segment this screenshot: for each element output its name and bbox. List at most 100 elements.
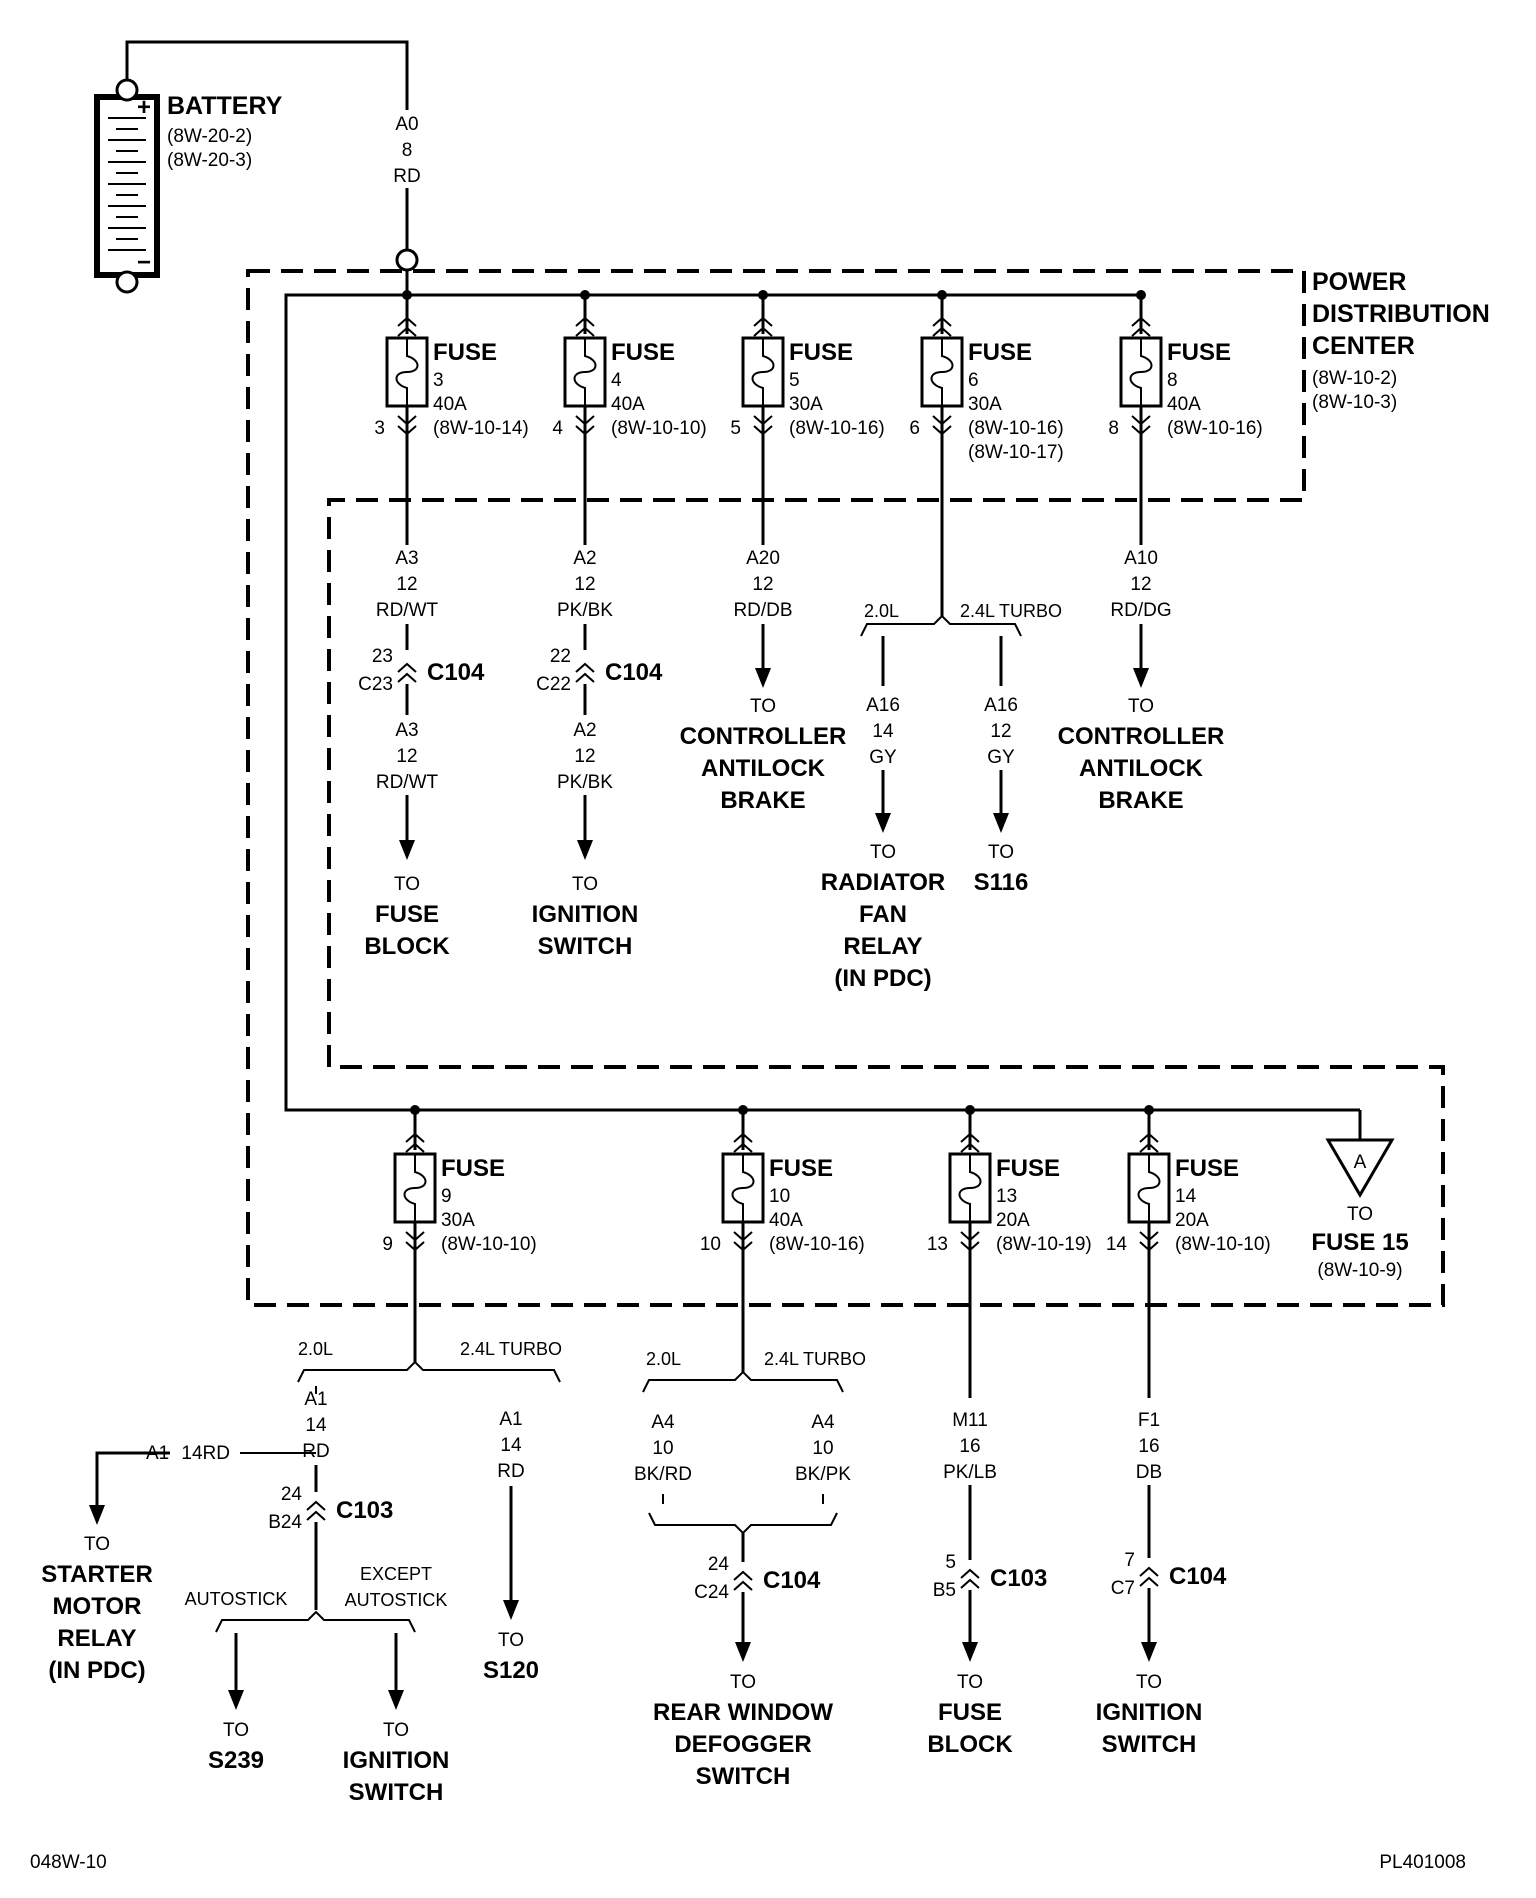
arrow-rear-window-defogger [735, 1642, 751, 1662]
arrow-ignition-switch [577, 840, 593, 860]
destination-to: TO [730, 1672, 756, 1693]
connector-name: C104 [1169, 1563, 1227, 1590]
fuse10-option-merge [648, 1512, 838, 1535]
arrow-s120 [503, 1600, 519, 1620]
fuse-input-chevron [932, 316, 952, 327]
fuse-rating: 30A [789, 394, 823, 415]
wire-a4-label: 10 [652, 1438, 673, 1459]
connector-name: C104 [605, 659, 663, 686]
fuse-label: FUSE [1167, 339, 1231, 366]
pdc-label: POWER [1312, 268, 1406, 296]
main-wire-label: A0 [395, 114, 418, 135]
fuse-number: 13 [996, 1186, 1017, 1207]
arrow-fuse-block [399, 840, 415, 860]
connector-name: C103 [336, 1497, 393, 1524]
option-2-0l: 2.0L [298, 1339, 333, 1359]
fuse-label: FUSE [611, 339, 675, 366]
connector-chevron [397, 672, 417, 683]
connector-cavity: C23 [358, 674, 393, 695]
wire-a16-label: A16 [866, 695, 900, 716]
fuse-reference: (8W-10-10) [441, 1234, 537, 1255]
fuse-pin: 8 [1108, 418, 1119, 439]
footer-left-code: 048W-10 [30, 1852, 107, 1873]
fuse-rating: 30A [441, 1210, 475, 1231]
destination-ignition-switch: SWITCH [349, 1779, 444, 1806]
wire-a4-label: A4 [651, 1412, 675, 1433]
destination-rear-window-defogger-switch: DEFOGGER [674, 1731, 811, 1758]
fuse-input-chevron [1131, 316, 1151, 327]
fuse-input-chevron [753, 316, 773, 327]
fuse-rating: 40A [1167, 394, 1201, 415]
fuse-pin: 10 [700, 1234, 721, 1255]
fuse-label: FUSE [433, 339, 497, 366]
fuse-input-chevron [405, 1142, 425, 1153]
fuse9-option-branch [297, 1360, 561, 1383]
arrow-controller-antilock-brake [755, 668, 771, 688]
destination-controller-antilock-brake: ANTILOCK [701, 755, 826, 782]
fuse-output-chevron [1131, 415, 1151, 426]
destination-ignition-switch: SWITCH [1102, 1731, 1197, 1758]
arrow-ignition-switch [1141, 1642, 1157, 1662]
fuse-reference: (8W-10-19) [996, 1234, 1092, 1255]
connector-cavity: C22 [536, 674, 571, 695]
fuse-reference: (8W-10-17) [968, 442, 1064, 463]
option-2-4l-turbo: 2.4L TURBO [960, 601, 1062, 621]
fuse-pin: 14 [1106, 1234, 1128, 1255]
fuse-input-chevron [575, 326, 595, 337]
destination-to: TO [394, 874, 420, 895]
connector-cavity: C24 [694, 1582, 729, 1603]
fuse-pin: 4 [552, 418, 563, 439]
destination-controller-antilock-brake: ANTILOCK [1079, 755, 1204, 782]
battery-positive-terminal [115, 78, 139, 102]
wire-a1-starter [95, 1451, 170, 1505]
wire-a1-label: RD [497, 1461, 524, 1482]
arrow-starter-motor-relay [89, 1505, 105, 1525]
destination-to: TO [870, 842, 896, 863]
fuse-output-chevron [960, 1231, 980, 1242]
battery-positive-cable [125, 40, 409, 110]
destination-starter-motor-relay: RELAY [57, 1625, 136, 1652]
destination-ignition-switch: SWITCH [538, 933, 633, 960]
arrow-fuse-block [962, 1642, 978, 1662]
fuse-reference: (8W-10-10) [1175, 1234, 1271, 1255]
fuse-pin: 6 [909, 418, 920, 439]
option-except-autostick: AUTOSTICK [345, 1590, 448, 1610]
destination-fuse-block: FUSE [938, 1699, 1002, 1726]
destination-to: TO [988, 842, 1014, 863]
wire-f1-label: F1 [1138, 1410, 1160, 1431]
connector-cavity: C7 [1111, 1578, 1135, 1599]
fuse-rating: 40A [769, 1210, 803, 1231]
fuse-reference: (8W-10-16) [968, 418, 1064, 439]
fuse6-option-branch [860, 614, 1022, 637]
wire-a10-label: 12 [1130, 574, 1151, 595]
destination-starter-motor-relay: (IN PDC) [48, 1657, 145, 1684]
fuse-reference: (8W-10-14) [433, 418, 529, 439]
destination-s120: S120 [483, 1657, 539, 1684]
pdc-outline [246, 269, 1445, 1307]
destination-controller-antilock-brake: CONTROLLER [680, 723, 847, 750]
fuse-rating: 40A [611, 394, 645, 415]
main-wire-label: RD [393, 166, 420, 187]
fuse-number: 9 [441, 1186, 452, 1207]
pdc-bus [284, 293, 1154, 1112]
wire-a16-label: GY [987, 747, 1015, 768]
wire-a4-label: BK/PK [795, 1464, 851, 1485]
fuse-input-chevron [960, 1142, 980, 1153]
destination-to: TO [750, 696, 776, 717]
wire-a1-label: A1 [304, 1389, 327, 1410]
fuse-reference: (8W-10-16) [769, 1234, 865, 1255]
destination-starter-motor-relay: STARTER [41, 1561, 153, 1588]
fuse-number: 6 [968, 370, 979, 391]
fuse-number: 8 [1167, 370, 1178, 391]
fuse-output-chevron [1139, 1231, 1159, 1242]
destination-controller-antilock-brake: CONTROLLER [1058, 723, 1225, 750]
connector-chevron [960, 1568, 980, 1579]
option-autostick: AUTOSTICK [185, 1589, 288, 1609]
wire-a16-label: GY [869, 747, 897, 768]
fuse-number: 14 [1175, 1186, 1197, 1207]
destination-fuse-block: BLOCK [927, 1731, 1013, 1758]
destination-controller-antilock-brake: BRAKE [1098, 787, 1183, 814]
connector-cavity: B5 [933, 1580, 956, 1601]
connector-cavity: B24 [268, 1512, 302, 1533]
destination-ignition-switch: IGNITION [343, 1747, 450, 1774]
